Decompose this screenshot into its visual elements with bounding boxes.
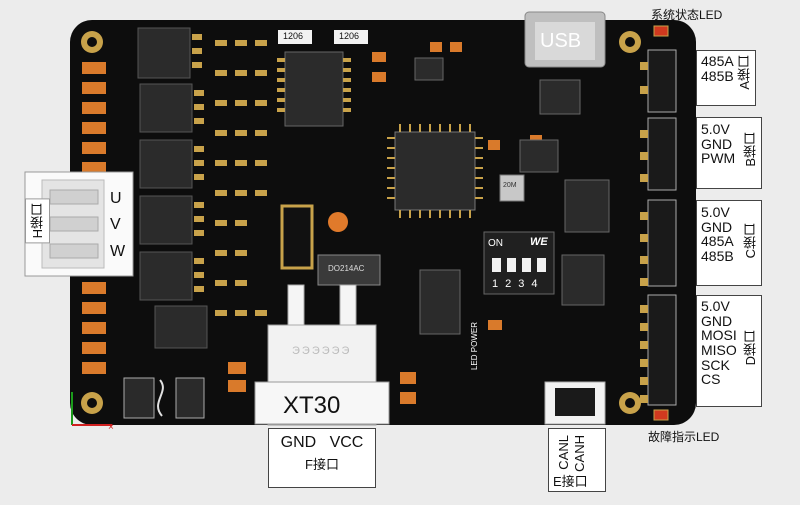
port-a-line-1: 485A xyxy=(701,53,734,69)
mosfet-column xyxy=(137,27,208,349)
port-h-name: H接口 xyxy=(25,198,50,244)
orange-caps xyxy=(228,42,542,404)
can-ic xyxy=(564,179,610,233)
status-led xyxy=(653,25,669,37)
mid-ic xyxy=(419,269,461,335)
port-d-label: 5.0V GND MOSI MISO SCK CS D接口 xyxy=(696,295,762,407)
port-b-line-1: 5.0V xyxy=(701,121,730,137)
regulator-ic xyxy=(561,254,605,306)
right-connectors xyxy=(647,49,677,406)
dip-number-4: 4 xyxy=(531,278,538,290)
port-d-name: D接口 xyxy=(743,330,759,366)
power-led-label: LED POWER xyxy=(470,322,479,371)
port-b-name: B接口 xyxy=(743,132,759,167)
left-pad-column xyxy=(82,62,106,374)
port-d-line-5: SCK xyxy=(701,356,730,373)
diode-label: DO214AC xyxy=(328,264,365,273)
shunt-resistor xyxy=(280,204,314,270)
port-c-line-1: 5.0V xyxy=(701,204,730,220)
status-led-annotation: 系统状态LED xyxy=(651,8,723,22)
port-f-vcc: VCC xyxy=(329,434,364,451)
dip-number-1: 1 xyxy=(492,278,499,290)
port-a-name: A接口 xyxy=(737,55,753,90)
dip-number-2: 2 xyxy=(505,278,512,290)
port-b-label: 5.0V GND PWM B接口 xyxy=(696,117,762,189)
tvs-diode xyxy=(317,254,381,286)
mosfet-pins xyxy=(192,34,204,292)
resistor-1206-pair xyxy=(278,30,368,44)
xt30-label: XT30 xyxy=(283,392,341,419)
resistor-label-2: 1206 xyxy=(339,31,360,41)
ldo-chip xyxy=(414,57,444,81)
port-c-line-2: GND xyxy=(701,218,733,235)
passive-field xyxy=(215,40,267,316)
driver-ic-pins xyxy=(277,58,351,112)
port-h-line-v: V xyxy=(110,216,121,233)
right-connector-pins xyxy=(640,62,648,403)
usb-label: USB xyxy=(540,30,582,52)
fault-led-annotation: 故障指示LED xyxy=(648,430,720,444)
axis-gizmo: × xyxy=(71,392,114,433)
bulk-cap-2 xyxy=(175,377,205,419)
resistor-label-1: 1206 xyxy=(283,31,304,41)
fault-led xyxy=(653,409,669,421)
port-a-line-2: 485B xyxy=(701,67,734,84)
port-d-line-6: CS xyxy=(701,371,721,388)
port-b-line-3: PWM xyxy=(701,150,736,167)
port-c-line-4: 485B xyxy=(701,248,734,265)
port-h-line-w: W xyxy=(110,243,126,260)
port-d-line-4: MISO xyxy=(701,342,737,359)
port-c-line-3: 485A xyxy=(701,233,734,250)
dip-number-3: 3 xyxy=(518,278,525,290)
port-b-line-2: GND xyxy=(701,135,733,152)
port-e-line-2: CANH xyxy=(572,435,587,472)
driver-ic xyxy=(284,51,344,127)
orange-led xyxy=(328,212,348,232)
port-d-line-2: GND xyxy=(701,312,733,329)
crystal xyxy=(499,174,525,202)
svg-text:×: × xyxy=(108,422,114,433)
port-f-gnd: GND xyxy=(280,434,317,451)
port-c-label: 5.0V GND 485A 485B C接口 xyxy=(696,200,762,286)
port-d-line-3: MOSI xyxy=(701,327,737,344)
mcu-chip xyxy=(394,131,476,211)
port-e-name: E接口 xyxy=(553,474,588,490)
mounting-holes xyxy=(81,31,641,414)
port-a-label: 485A 485B A接口 xyxy=(696,50,756,106)
port-f-label: GND VCC F接口 xyxy=(268,428,376,488)
port-e-label: CANL CANH E接口 xyxy=(548,428,606,492)
port-e-line-1: CANL xyxy=(556,435,571,470)
dip-logo: WE xyxy=(530,236,548,248)
xt30-embossed-text: ЭЭЭЭЭЭ xyxy=(292,345,352,357)
mcu-pins xyxy=(387,124,483,218)
port-d-line-1: 5.0V xyxy=(701,298,730,314)
usb-ic xyxy=(539,79,581,115)
dip-numbers: 1 2 3 4 xyxy=(492,278,538,290)
rs485-ic xyxy=(519,139,559,173)
bulk-cap-1 xyxy=(123,377,155,419)
dip-levers xyxy=(492,258,546,272)
dip-on-label: ON xyxy=(488,238,503,249)
port-f-name: F接口 xyxy=(305,456,339,472)
port-h-line-u: U xyxy=(110,190,122,207)
port-c-name: C接口 xyxy=(743,223,759,259)
crystal-label: 20M xyxy=(503,182,517,189)
